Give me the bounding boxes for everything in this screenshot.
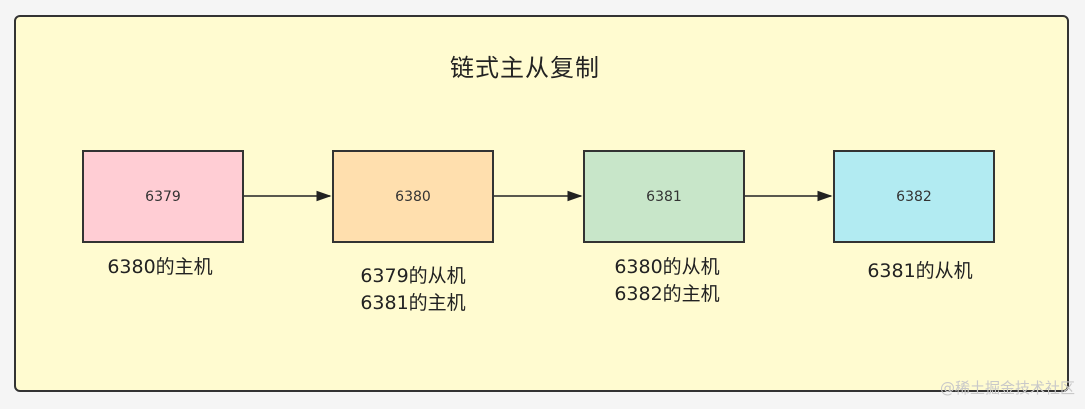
caption-line: 6382的主机 (614, 283, 720, 305)
caption-6382: 6381的从机 (820, 258, 1020, 285)
watermark: @稀土掘金技术社区 (939, 379, 1075, 397)
diagram-title: 链式主从复制 (450, 54, 600, 82)
caption-line: 6381的从机 (867, 260, 973, 282)
caption-line: 6381的主机 (360, 292, 466, 314)
caption-6381: 6380的从机 6382的主机 (567, 254, 767, 308)
node-6379: 6379 (82, 150, 244, 243)
caption-6380: 6379的从机 6381的主机 (313, 263, 513, 317)
caption-line: 6380的主机 (107, 256, 213, 278)
node-6380: 6380 (332, 150, 494, 243)
caption-line: 6380的从机 (614, 256, 720, 278)
node-6382: 6382 (833, 150, 995, 243)
caption-6379: 6380的主机 (60, 254, 260, 281)
node-6381: 6381 (583, 150, 745, 243)
caption-line: 6379的从机 (360, 265, 466, 287)
